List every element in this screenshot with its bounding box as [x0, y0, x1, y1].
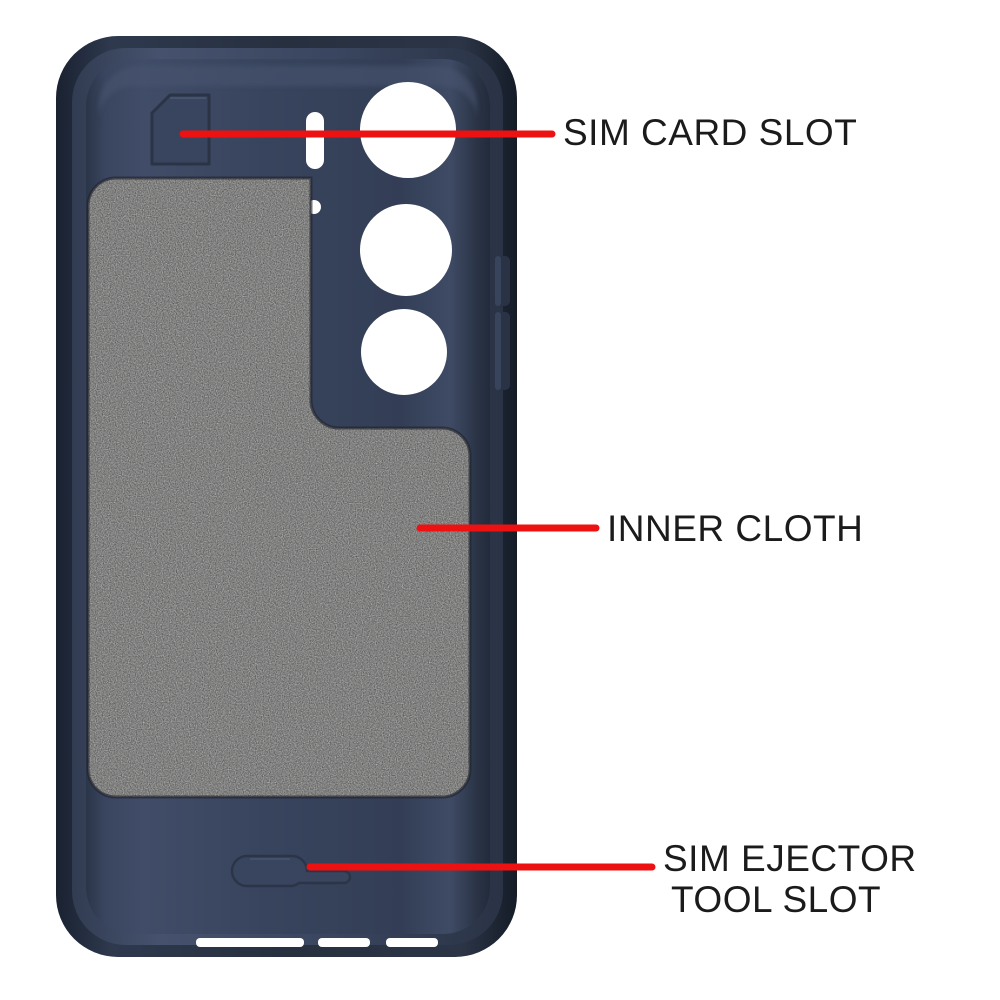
sim-card-slot — [150, 93, 211, 166]
bottom-port-cutouts — [196, 938, 438, 947]
camera-lens-cutout-2 — [360, 204, 452, 296]
case-top-lip-highlight — [99, 65, 477, 120]
side-buttons-group — [495, 256, 510, 390]
callout-leader-lines — [179, 130, 656, 871]
callout-label-sim-ejector-line-2: TOOL SLOT — [671, 879, 882, 921]
callout-label-sim-ejector-line-1: SIM EJECTOR — [663, 838, 917, 879]
flash-cutout — [306, 112, 324, 169]
camera-lens-cutout-1 — [360, 82, 456, 178]
sim-ejector-tool-slot — [230, 854, 352, 888]
sim-card-slot-outline — [150, 93, 211, 166]
side-button-lower-shade — [495, 312, 501, 390]
camera-cutouts-group — [306, 82, 456, 395]
inner-cloth-edge-shadow — [86, 176, 472, 799]
side-button-upper-shade — [495, 256, 501, 306]
camera-lens-cutout-3 — [361, 309, 447, 395]
callout-label-sim-card-slot: SIM CARD SLOT — [563, 112, 858, 153]
callout-label-inner-cloth: INNER CLOTH — [607, 508, 864, 549]
sim-ejector-tool-slot-shape — [230, 854, 352, 888]
